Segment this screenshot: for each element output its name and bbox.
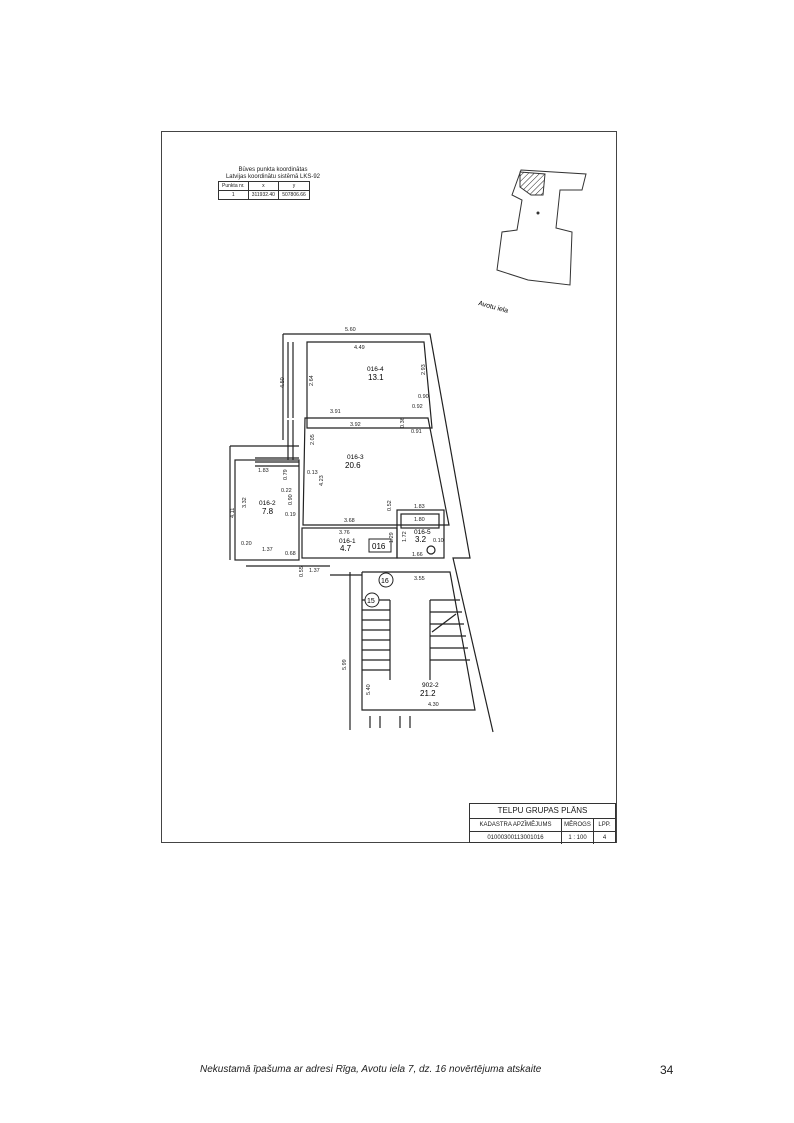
dim-0-90b: 0.90 (288, 494, 294, 505)
dim-0-68: 0.68 (285, 551, 296, 557)
dim-3-91: 3.91 (330, 409, 341, 415)
room-id-016-5: 016-5 (414, 529, 431, 536)
stamp-header-cadastre: KADASTRA APZĪMĒJUMS (470, 819, 562, 831)
stamp-title: TELPU GRUPAS PLĀNS (470, 804, 615, 819)
room-area-902-2: 21.2 (420, 689, 436, 698)
dim-0-19: 0.19 (285, 512, 296, 518)
marker-16 (378, 572, 394, 588)
dim-0-55: 0.55 (299, 566, 305, 577)
dim-3-68: 3.68 (344, 518, 355, 524)
room-area-016-4: 13.1 (368, 373, 384, 382)
dim-0-90: 0.90 (418, 394, 429, 400)
dim-3-92: 3.92 (350, 422, 361, 428)
marker-16-label: 16 (381, 578, 389, 585)
marker-15 (364, 592, 380, 608)
stamp-value-scale: 1 : 100 (562, 832, 594, 844)
dim-1-66: 1.66 (412, 552, 423, 558)
location-sketch (496, 169, 587, 286)
location-hatch (519, 171, 546, 196)
dim-1-83a: 1.83 (258, 468, 269, 474)
dim-1-72: 1.72 (402, 531, 408, 542)
coordinates-title-2: Latvijas koordinātu sistēmā LKS-92 (225, 174, 321, 180)
dim-0-52: 0.52 (387, 500, 393, 511)
dim-4-11: 4.11 (230, 508, 236, 518)
page-number: 34 (660, 1063, 674, 1077)
dim-0-13: 0.13 (307, 470, 318, 476)
dim-4-30: 4.30 (428, 702, 439, 708)
dim-3-76: 3.76 (339, 530, 350, 536)
coordinates-block: Būves punkta koordinātas Latvijas koordi… (218, 167, 328, 200)
room-id-016-2: 016-2 (259, 500, 276, 507)
dim-4-50: 4.50 (280, 377, 286, 388)
cell-x: 311932.40 (247, 190, 280, 200)
dim-0-22: 0.22 (281, 488, 292, 494)
dim-3-55: 3.55 (414, 576, 425, 582)
dim-2-93: 2.93 (421, 364, 427, 375)
dim-3-32: 3.32 (242, 497, 248, 508)
dim-0-10: 0.10 (433, 538, 444, 544)
stamp-header-scale: MĒROGS (562, 819, 594, 831)
room-area-016-3: 20.6 (345, 461, 361, 470)
dim-5-40: 5.40 (366, 684, 372, 695)
dim-1-37a: 1.37 (262, 547, 273, 553)
footer-text: Nekustamā īpašuma ar adresi Rīga, Avotu … (200, 1064, 542, 1075)
dim-0-79: 0.79 (283, 469, 289, 480)
stamp-value-page: 4 (602, 835, 607, 841)
cell-y: 507806.66 (278, 190, 310, 200)
dim-0-20: 0.20 (241, 541, 252, 547)
stamp-value-row: 01000300113001016 1 : 100 4 (470, 832, 615, 844)
dimension-labels: 5.60 4.49 4.50 2.64 2.93 0.90 3.91 0.36 … (230, 327, 444, 708)
dim-1-83b: 1.83 (414, 504, 425, 510)
dim-2-05: 2.05 (310, 434, 316, 445)
drawing-sheet (161, 131, 617, 843)
unit-label-box (368, 538, 392, 553)
plan-walls (229, 333, 494, 733)
dim-5-60: 5.60 (345, 327, 356, 333)
room-id-016-1: 016-1 (339, 538, 356, 545)
dim-1-80: 1.80 (414, 517, 425, 523)
dim-5-99: 5.99 (342, 659, 348, 670)
dim-0-76: 0.92 (412, 404, 423, 410)
unit-label: 016 (372, 542, 386, 551)
marker-15-label: 15 (367, 598, 375, 605)
room-id-902-2: 902-2 (422, 682, 439, 689)
stamp-header-row: KADASTRA APZĪMĒJUMS MĒROGS LPP. (470, 819, 615, 832)
room-labels: 016-4 13.1 016-3 20.6 016-2 7.8 016-1 4.… (259, 366, 439, 698)
dim-4-23: 4.23 (319, 475, 325, 486)
coordinates-table: Punkta nr. x y 1 311932.40 507806.66 (218, 181, 310, 200)
dim-0-36: 0.36 (400, 417, 406, 428)
room-id-016-4: 016-4 (367, 366, 384, 373)
stamp-value-cadastre: 01000300113001016 (470, 832, 562, 844)
street-label: Avotu iela (477, 300, 508, 315)
room-area-016-5: 3.2 (415, 535, 427, 544)
dim-1-37b: 1.37 (309, 568, 320, 574)
room-area-016-2: 7.8 (262, 507, 274, 516)
dim-1-29: 1.29 (389, 532, 395, 543)
coordinates-title-1: Būves punkta koordinātas (238, 167, 308, 173)
dim-2-64: 2.64 (309, 375, 315, 386)
room-id-016-3: 016-3 (347, 454, 364, 461)
title-stamp: TELPU GRUPAS PLĀNS KADASTRA APZĪMĒJUMS M… (469, 803, 616, 844)
room-area-016-1: 4.7 (340, 544, 352, 553)
dim-4-49: 4.49 (354, 345, 365, 351)
dim-0-91: 0.91 (411, 429, 422, 435)
stamp-header-page: LPP. (598, 822, 611, 828)
